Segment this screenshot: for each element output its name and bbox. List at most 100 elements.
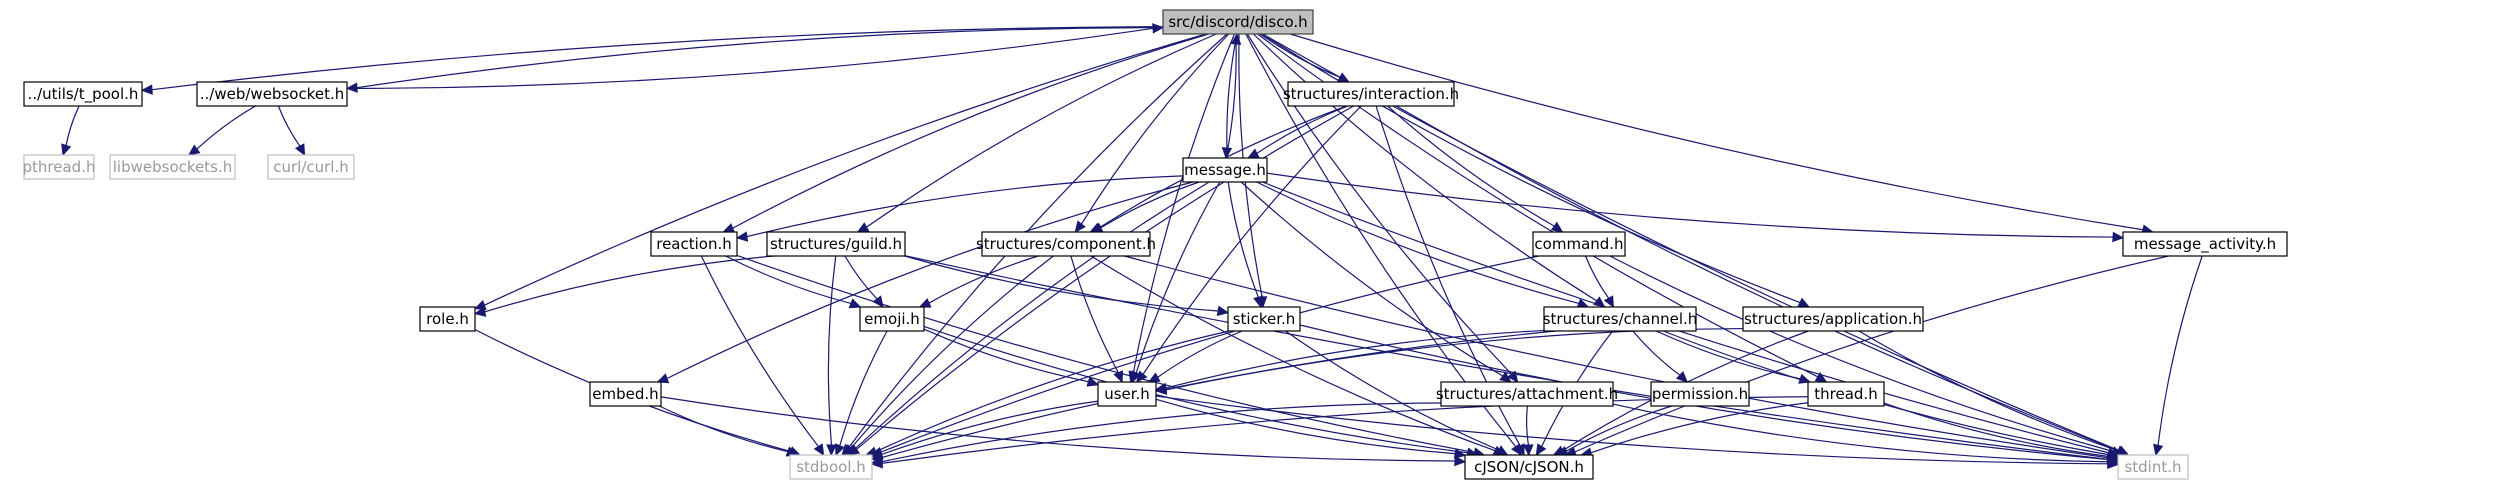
- edge-line: [1080, 33, 1230, 225]
- arrowhead-icon: [294, 143, 306, 157]
- edge-line: [196, 105, 256, 150]
- edge-user-to-stdbool: [870, 400, 1099, 460]
- edge-line: [1165, 329, 1545, 389]
- node-label: pthread.h: [23, 158, 96, 176]
- node-channel[interactable]: structures/channel.h: [1543, 306, 1698, 332]
- arrowhead-icon: [735, 231, 749, 242]
- node-thread[interactable]: thread.h: [1807, 381, 1885, 407]
- node-tpool[interactable]: ../utils/t_pool.h: [23, 81, 143, 107]
- edge-line: [1632, 330, 1681, 376]
- edge-message-to-component: [1090, 181, 1200, 233]
- node-box: [1807, 381, 1885, 407]
- node-websocket[interactable]: ../web/websocket.h: [196, 81, 348, 107]
- node-label: role.h: [426, 310, 469, 328]
- edge-line: [1609, 255, 2113, 452]
- node-label: ../web/websocket.h: [200, 85, 344, 103]
- node-component[interactable]: structures/component.h: [976, 231, 1156, 257]
- arrowhead-icon: [2106, 451, 2120, 462]
- node-attachment[interactable]: structures/attachment.h: [1436, 381, 1618, 407]
- edge-disco-to-reaction: [722, 33, 1209, 233]
- edge-line: [1246, 33, 1512, 375]
- node-embed[interactable]: embed.h: [589, 381, 662, 407]
- edge-websocket-to-curl: [277, 105, 306, 157]
- arrowhead-icon: [826, 444, 837, 457]
- node-sticker[interactable]: sticker.h: [1227, 306, 1301, 332]
- edge-line: [1240, 181, 1504, 377]
- edge-websocket-to-disco: [346, 23, 1165, 90]
- node-command[interactable]: command.h: [1532, 231, 1626, 257]
- node-disco[interactable]: src/discord/disco.h: [1162, 9, 1314, 35]
- edge-line: [866, 33, 1217, 228]
- edge-disco-to-guild: [856, 33, 1217, 233]
- node-message[interactable]: message.h: [1182, 157, 1268, 183]
- edge-line: [1090, 255, 1496, 452]
- arrowhead-icon: [1675, 370, 1689, 383]
- node-user[interactable]: user.h: [1097, 381, 1157, 407]
- edge-line: [1155, 398, 1456, 455]
- node-reaction[interactable]: reaction.h: [650, 231, 738, 257]
- edge-line: [484, 255, 774, 313]
- edge-line: [1858, 330, 2119, 452]
- edge-line: [1259, 33, 1341, 78]
- edge-line: [880, 255, 1539, 453]
- node-box: [419, 306, 476, 332]
- edge-thread-to-stdint: [1883, 402, 2120, 462]
- arrowhead-icon: [2153, 443, 2164, 457]
- edge-guild-to-stdint: [904, 255, 2120, 465]
- node-label: structures/application.h: [1744, 310, 1922, 328]
- edge-line: [1585, 255, 1610, 299]
- edge-guild-to-sticker: [904, 255, 1230, 317]
- node-message-activity[interactable]: message_activity.h: [2122, 231, 2288, 257]
- edge-emoji-to-stdbool: [835, 330, 888, 457]
- node-label: permission.h: [1652, 385, 1748, 403]
- edge-reaction-to-emoji: [725, 255, 862, 309]
- arrowhead-icon: [1514, 443, 1525, 457]
- arrowhead-icon: [473, 306, 487, 317]
- edge-line: [1225, 43, 1237, 159]
- node-label: user.h: [1104, 385, 1150, 403]
- edge-line: [732, 33, 1209, 229]
- edge-user-to-cjson: [1155, 398, 1467, 459]
- edge-line: [700, 255, 819, 447]
- arrowhead-icon: [1216, 305, 1230, 317]
- arrowhead-icon: [140, 84, 153, 95]
- node-curl: curl/curl.h: [267, 154, 355, 180]
- edge-line: [660, 396, 1456, 462]
- edge-line: [1262, 181, 2109, 454]
- edge-message_activity-to-stdint: [2153, 255, 2203, 457]
- arrowhead-icon: [1147, 372, 1161, 383]
- node-guild[interactable]: structures/guild.h: [766, 231, 906, 257]
- node-role[interactable]: role.h: [419, 306, 476, 332]
- arrowhead-icon: [1814, 372, 1828, 383]
- edge-message-to-message_activity: [1266, 172, 2125, 243]
- node-label: structures/guild.h: [770, 235, 902, 253]
- edge-websocket-to-libwebsockets: [187, 105, 256, 156]
- node-permission[interactable]: permission.h: [1650, 381, 1750, 407]
- node-box: [1650, 381, 1750, 407]
- node-box: [1287, 81, 1455, 107]
- edge-line: [151, 26, 1164, 91]
- edge-line: [1142, 105, 1362, 375]
- nodes-layer: src/discord/disco.h ../utils/t_pool.h ../w…: [23, 9, 2288, 480]
- node-interaction[interactable]: structures/interaction.h: [1283, 81, 1459, 107]
- node-application[interactable]: structures/application.h: [1742, 306, 1924, 332]
- arrowhead-icon: [1603, 295, 1615, 309]
- edge-line: [856, 105, 1354, 450]
- arrowhead-icon: [1253, 295, 1264, 309]
- edge-line: [1574, 255, 2169, 453]
- edge-line: [1227, 181, 1259, 298]
- node-cjson[interactable]: cJSON/cJSON.h: [1464, 454, 1594, 480]
- edge-line: [839, 330, 888, 446]
- node-emoji[interactable]: emoji.h: [859, 306, 925, 332]
- node-label: sticker.h: [1233, 310, 1296, 328]
- edge-component-to-user: [1070, 255, 1124, 384]
- edge-line: [1285, 330, 1500, 451]
- edge-attachment-to-cjson: [1523, 405, 1534, 457]
- edge-tpool-to-pthread: [61, 105, 80, 157]
- edge-line: [827, 255, 837, 446]
- node-box: [2117, 454, 2189, 480]
- node-label: message.h: [1184, 161, 1266, 179]
- edge-line: [1155, 395, 2109, 465]
- node-box: [1227, 306, 1301, 332]
- node-box: [589, 381, 662, 407]
